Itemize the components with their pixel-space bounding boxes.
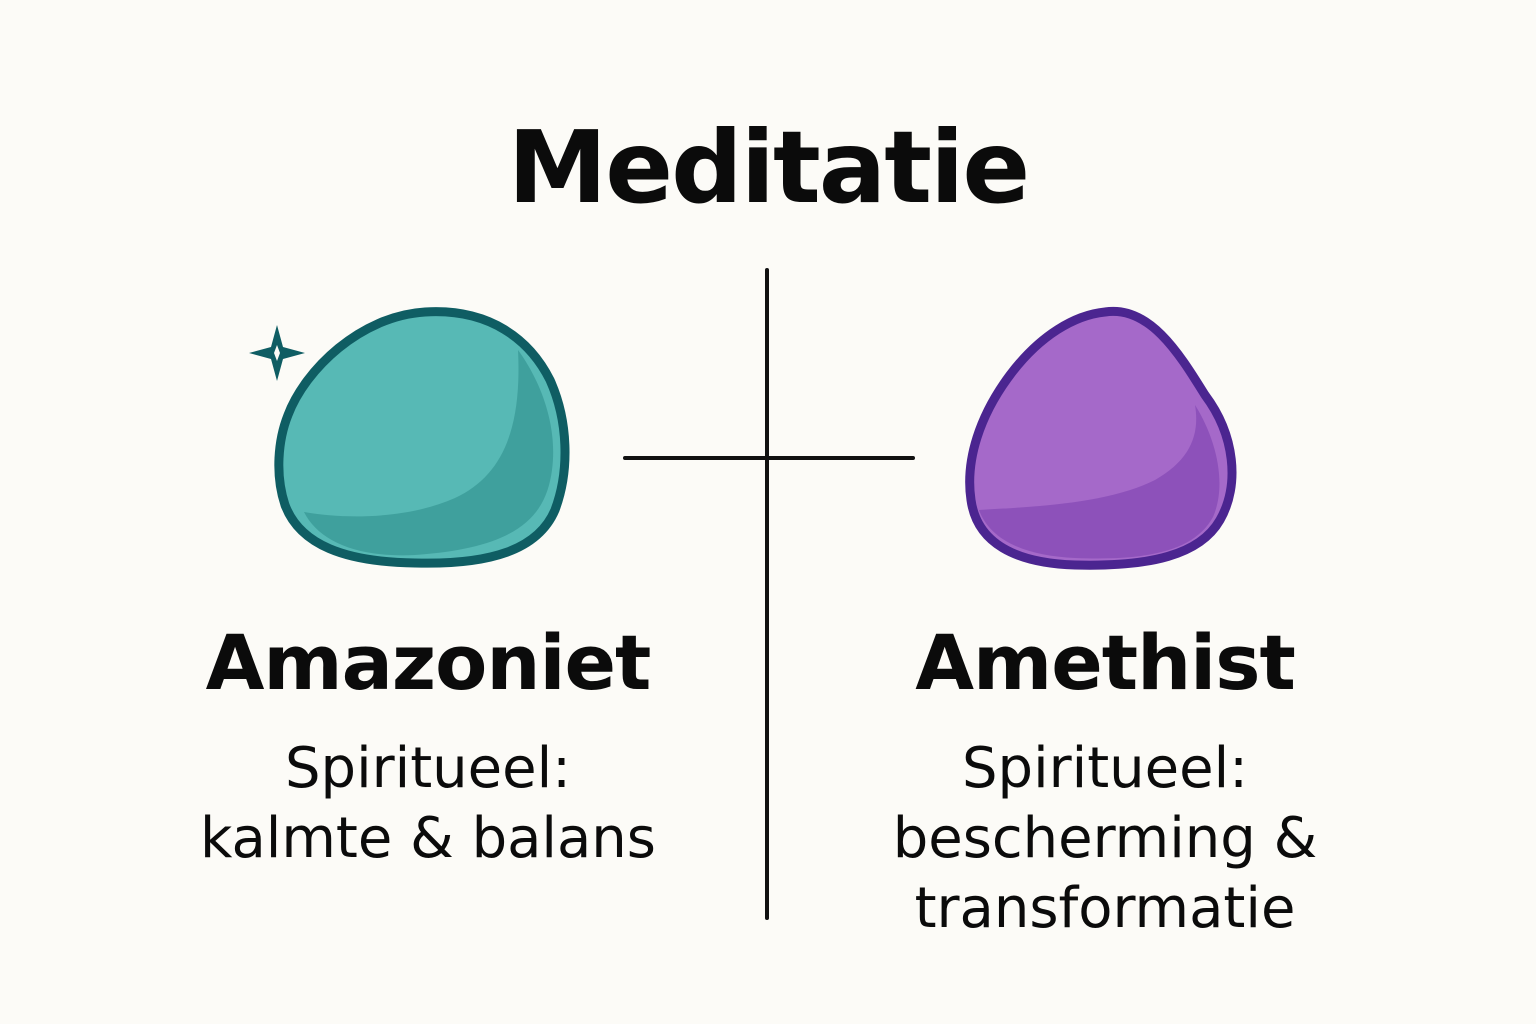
amazonite-description: Spiritueel: kalmte & balans [150, 734, 706, 874]
page-title: Meditatie [507, 109, 1030, 226]
amethyst-description-line3: transformatie [914, 876, 1296, 941]
amethyst-description-line2: bescherming & [892, 806, 1318, 871]
amethyst-stone-icon [965, 306, 1237, 570]
horizontal-divider [623, 456, 915, 460]
amethyst-description-line1: Spiritueel: [961, 736, 1248, 801]
vertical-divider [765, 268, 769, 920]
amazonite-stone-icon [249, 307, 570, 568]
amethyst-description: Spiritueel: bescherming & transformatie [835, 734, 1375, 944]
amazonite-name: Amazoniet [205, 618, 652, 707]
amazonite-description-line1: Spiritueel: [284, 736, 571, 801]
amazonite-description-line2: kalmte & balans [200, 806, 656, 871]
amethyst-name: Amethist [915, 618, 1296, 707]
